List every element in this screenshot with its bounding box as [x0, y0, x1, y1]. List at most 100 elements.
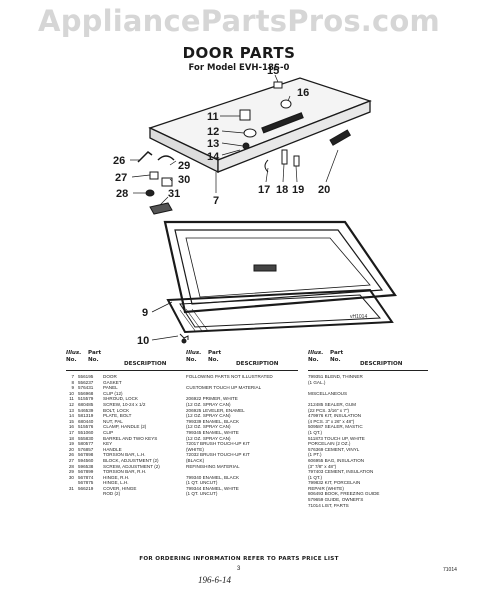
table-row: ROD (2) — [66, 491, 186, 497]
cell-part: 515576 — [78, 424, 94, 430]
callout-28: 28 — [116, 188, 128, 200]
hinge-cover — [149, 202, 173, 215]
list-item: 799344 ENAMEL, WHITE — [186, 485, 239, 491]
ordering-footer: FOR ORDERING INFORMATION REFER TO PARTS … — [139, 556, 339, 562]
header-no-2: No. — [208, 357, 219, 363]
cell-part: 567899 — [78, 469, 94, 475]
cell-ill: 28 — [68, 463, 74, 469]
cell-part: 551060 — [78, 429, 94, 435]
list-item: REPAIR (WHITE) — [308, 485, 344, 491]
adjustment-screw — [145, 189, 155, 197]
callout-9: 9 — [142, 307, 148, 319]
header-description: DESCRIPTION — [360, 361, 403, 367]
cell-desc: BLOCK, ADJUSTMENT (2) — [103, 457, 159, 463]
cell-part: 576857 — [78, 446, 94, 452]
cell-desc: HINGE, L.H. — [103, 480, 129, 486]
cell-part: 556195 — [78, 374, 94, 379]
cell-part: 555830 — [78, 435, 94, 441]
screw — [243, 128, 257, 138]
parts-column-2: Illus. Part No. No. DESCRIPTION FOLLOWIN… — [186, 348, 298, 497]
header-no-2: No. — [330, 357, 341, 363]
callout-11: 11 — [207, 111, 219, 123]
cell-ill: 14 — [68, 413, 74, 419]
list-item: (12 OZ. SPRAY CAN) — [186, 401, 231, 407]
cell-ill: 13 — [68, 407, 74, 413]
cell-ill: 15 — [68, 418, 74, 424]
header-no: No. — [186, 357, 197, 363]
list-item: (1 PT.) — [308, 452, 322, 458]
list-item: 799340 ENAMEL, BLACK — [186, 474, 240, 480]
shroud-lock — [239, 109, 251, 121]
cell-ill: 19 — [68, 441, 74, 447]
callout-15: 15 — [267, 65, 279, 77]
cell-ill: 16 — [68, 424, 74, 430]
list-item: FOLLOWING PARTS NOT ILLUSTRATED — [186, 374, 273, 379]
list-item: 799345 ENAMEL, WHITE — [186, 429, 239, 435]
cell-desc: NUT, PAL — [103, 418, 123, 424]
list-item: 799339 ENAMEL, BLACK — [186, 418, 240, 424]
watermark: AppliancePartsPros.com — [38, 4, 440, 38]
torsion-bar-rh — [157, 155, 175, 161]
list-item: 511873 TOUCH UP, WHITE — [308, 435, 365, 441]
header-illus: Illus. — [308, 350, 324, 356]
list-item: 72017 BRUSH TOUCH-UP KIT — [186, 441, 250, 447]
cell-desc: TORSION BAR, L.H. — [103, 452, 146, 458]
cell-part: 567898 — [78, 452, 94, 458]
list-item: 576369 CEMENT, VINYL — [308, 446, 360, 452]
list-item: 579659 GUIDE, OWNER'S — [308, 497, 364, 503]
cell-ill: 20 — [68, 446, 74, 452]
page-subtitle: For Model EVH-18S-0 — [188, 63, 290, 73]
lock-bolt — [242, 142, 250, 150]
callout-19: 19 — [292, 184, 304, 196]
cell-desc: HINGE, R.H. — [103, 474, 130, 480]
cell-ill: 30 — [68, 474, 74, 480]
callout-10: 10 — [137, 335, 149, 345]
parts-column-3: Illus. Part No. No. DESCRIPTION 799351 B… — [308, 348, 428, 508]
cell-ill: 18 — [68, 435, 74, 441]
callout-17: 17 — [258, 184, 270, 196]
callout-18: 18 — [276, 184, 288, 196]
list-item: (1 QT.) — [308, 474, 323, 480]
cell-desc: SCREW, 10-24 x 1/2 — [103, 401, 146, 407]
cell-ill: 29 — [68, 469, 74, 475]
column-header: Illus. Part No. No. DESCRIPTION — [66, 348, 186, 371]
cell-ill: 9 — [71, 385, 74, 391]
list-item: (WHITE) — [186, 446, 204, 452]
callout-7: 7 — [213, 195, 219, 207]
gasket-outer — [163, 220, 397, 314]
cell-part: 581319 — [78, 413, 94, 419]
handle — [329, 129, 352, 146]
cell-ill: 11 — [69, 396, 74, 402]
lock-parts — [239, 81, 352, 173]
handle-clamp — [280, 99, 292, 109]
cell-part: 556968 — [78, 390, 94, 396]
leader-lines — [130, 74, 339, 341]
list-item: PORCELAIN (2 OZ.) — [308, 441, 351, 447]
table-row: 14 581319 PLATE, BOLT — [66, 413, 186, 419]
header-illus: Illus. — [66, 350, 82, 356]
cell-desc: CLIP — [103, 429, 114, 435]
list-item: 509587 SEALER, MASTIC — [308, 424, 363, 430]
column-header: Illus. Part No. No. DESCRIPTION — [308, 348, 428, 371]
list-item: 797403 CEMENT, INSULATION — [308, 469, 374, 475]
panel-inner — [179, 294, 382, 328]
list-item: (1 GAL.) — [308, 379, 326, 385]
cell-desc: BOLT, LOCK — [103, 407, 130, 413]
cell-part: 556237 — [78, 379, 94, 385]
cell-desc: TORSION BAR, R.H. — [103, 469, 147, 475]
cell-desc: PLATE, BOLT — [103, 413, 132, 419]
torsion-bar-lh — [137, 151, 153, 163]
gasket-center-block — [253, 264, 277, 272]
